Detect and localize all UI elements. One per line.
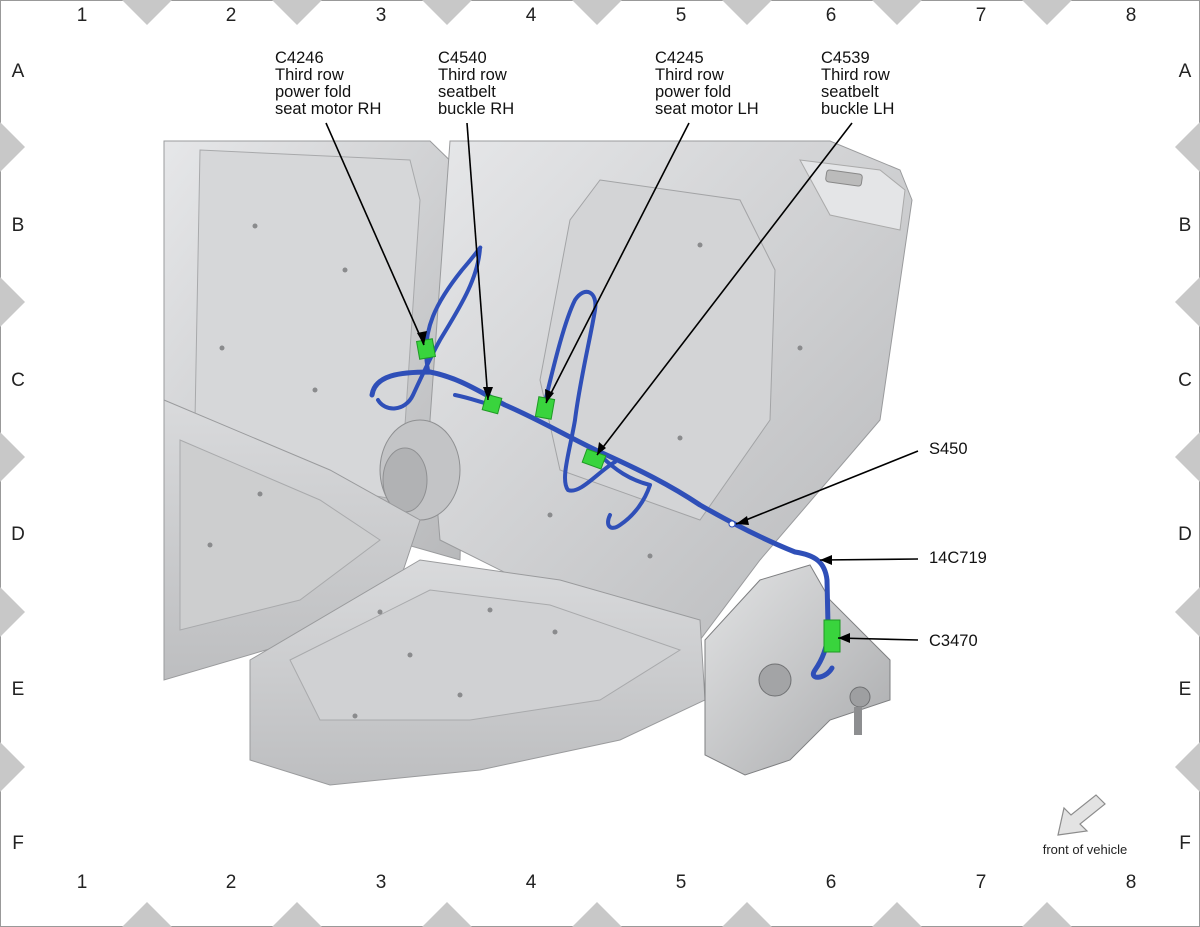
callout-c4539: C4539 Third row seatbelt buckle LH — [821, 49, 894, 118]
leader-arrowheads — [417, 331, 850, 643]
grid-col-3: 3 — [376, 5, 387, 26]
third-row-seat-illustration — [163, 140, 913, 786]
grid-col-4: 4 — [526, 872, 537, 893]
grid-col-5: 5 — [676, 872, 687, 893]
grid-row-a: A — [12, 61, 25, 82]
front-of-vehicle-indicator: front of vehicle — [1043, 794, 1128, 857]
connector-c4539 — [581, 448, 607, 470]
grid-col-1: 1 — [77, 5, 88, 26]
grid-col-5: 5 — [676, 5, 687, 26]
callout-c4246: C4246 Third row power fold seat motor RH — [275, 49, 381, 118]
harness-branch-lh-motor — [543, 289, 617, 493]
seat-hinge-inner — [382, 447, 428, 513]
grid-col-8: 8 — [1126, 5, 1137, 26]
connectors — [415, 338, 841, 653]
callout-14c719: 14C719 — [929, 549, 987, 567]
seat-mounting-bracket — [704, 564, 891, 776]
front-of-vehicle-label: front of vehicle — [1043, 842, 1128, 857]
grid-column-labels-bottom: 1 2 3 4 5 6 7 8 — [77, 872, 1137, 893]
bracket-bolt — [849, 686, 871, 708]
grid-row-f: F — [12, 833, 24, 854]
grid-row-d: D — [11, 524, 25, 545]
grid-col-8: 8 — [1126, 872, 1137, 893]
connector-c4540 — [481, 393, 503, 415]
callout-c3470: C3470 — [929, 632, 978, 650]
grid-row-e: E — [12, 679, 25, 700]
connector-c4246 — [415, 338, 437, 360]
grid-row-c: C — [1178, 370, 1192, 391]
grid-col-6: 6 — [826, 5, 837, 26]
grid-col-4: 4 — [526, 5, 537, 26]
grid-col-6: 6 — [826, 872, 837, 893]
callout-c4245: C4245 Third row power fold seat motor LH — [655, 49, 759, 118]
grid-row-c: C — [11, 370, 25, 391]
callout-c4540: C4540 Third row seatbelt buckle RH — [438, 49, 514, 118]
grid-col-3: 3 — [376, 872, 387, 893]
grid-row-b: B — [1179, 215, 1192, 236]
seatback-latch — [825, 169, 863, 187]
grid-row-d: D — [1178, 524, 1192, 545]
harness-branch-lh-buckle — [598, 453, 652, 530]
grid-row-labels-left: A B C D E F — [11, 61, 25, 854]
connector-c4245 — [534, 396, 556, 420]
bracket-hole — [758, 663, 792, 697]
bracket-stud — [854, 707, 862, 735]
seat-surface-marks — [207, 223, 803, 719]
callout-s450: S450 — [929, 440, 968, 458]
harness-branch-rh-motor — [376, 245, 483, 411]
leader-lines — [325, 122, 919, 641]
connector-c3470 — [823, 619, 841, 653]
seatback-lh-panel — [539, 179, 776, 521]
seat-cushion-lh-inset — [289, 589, 682, 721]
grid-row-a: A — [1179, 61, 1192, 82]
grid-row-labels-right: A B C D E F — [1178, 61, 1192, 854]
grid-row-f: F — [1179, 833, 1191, 854]
arrow-down-left-icon — [1057, 794, 1106, 836]
grid-col-7: 7 — [976, 5, 987, 26]
grid-row-e: E — [1179, 679, 1192, 700]
grid-col-2: 2 — [226, 872, 237, 893]
grid-col-2: 2 — [226, 5, 237, 26]
grid-col-1: 1 — [77, 872, 88, 893]
grid-column-labels-top: 1 2 3 4 5 6 7 8 — [77, 5, 1137, 26]
seat-cushion-rh-inset — [179, 439, 381, 631]
grid-col-7: 7 — [976, 872, 987, 893]
splice-s450 — [728, 520, 736, 528]
grid-row-b: B — [12, 215, 25, 236]
